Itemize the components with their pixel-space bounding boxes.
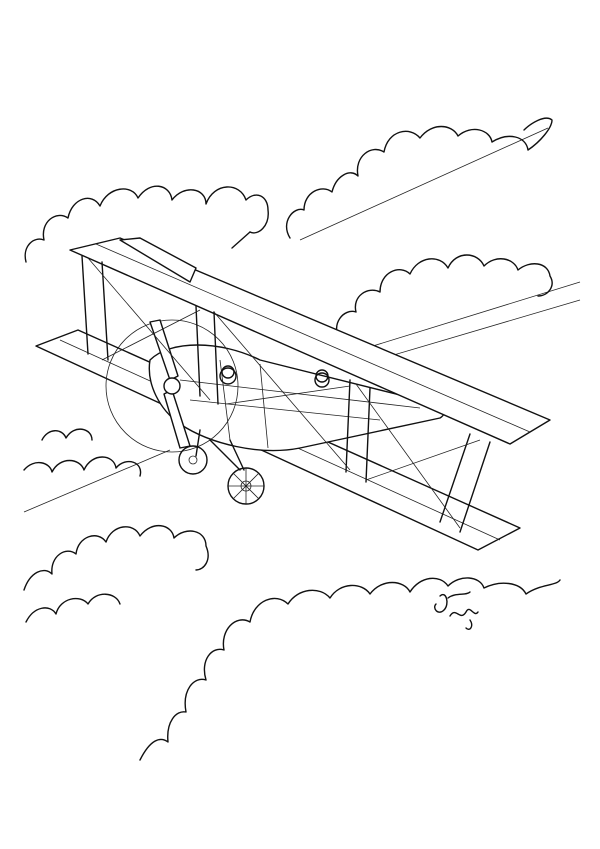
artist-signature bbox=[434, 591, 479, 630]
upper-cloud bbox=[24, 117, 553, 263]
pilots bbox=[221, 365, 329, 383]
upper-wing bbox=[69, 237, 551, 445]
tail bbox=[119, 237, 197, 283]
landing-gear bbox=[178, 429, 265, 505]
motion-lines bbox=[23, 127, 581, 513]
bottom-cloud bbox=[139, 577, 561, 761]
lower-left-cloud bbox=[23, 428, 209, 623]
propeller bbox=[105, 319, 239, 453]
wing-struts bbox=[81, 255, 491, 533]
right-cloud bbox=[335, 254, 553, 341]
